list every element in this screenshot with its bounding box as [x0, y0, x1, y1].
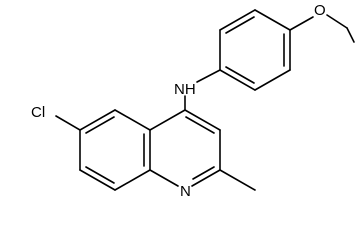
bond-c4-c3: [184, 109, 221, 131]
bond-p5-p6: [219, 9, 256, 31]
ether-oxygen-label: O: [314, 2, 326, 19]
double-bond-c2-n1: [192, 166, 215, 180]
bond-c4a-c4: [149, 109, 186, 131]
bond-p2-p3: [254, 69, 291, 91]
bond-phenyl-o: [289, 16, 314, 31]
chlorine-label: Cl: [31, 104, 45, 121]
bond-nh-phenyl: [196, 69, 221, 83]
double-bond-p1-p2: [225, 66, 255, 84]
bond-c8-c8a: [114, 169, 151, 191]
bond-c5-c6: [79, 109, 116, 131]
benzo-ring: [79, 109, 151, 191]
bond-n1-c8a: [149, 169, 179, 187]
double-bond-c5-c6: [85, 116, 115, 134]
bond-c6-cl: [55, 115, 81, 131]
pyridine-ring: [149, 109, 221, 187]
bond-c2-methyl: [219, 169, 256, 191]
bond-o-ch2: [326, 14, 348, 29]
double-bond-c7-c8: [85, 166, 115, 184]
bond-ch2-ch3: [346, 27, 355, 43]
double-bond-p5-p6: [225, 16, 255, 34]
double-bond-c4-c3: [185, 116, 215, 134]
bond-c4a-c5: [114, 109, 151, 131]
bond-c2-n1: [191, 169, 221, 187]
bond-p4-p5: [254, 9, 291, 31]
chemical-structure-diagram: Cl NH N O: [31, 2, 355, 200]
bond-c7-c8: [79, 169, 116, 191]
phenyl-ring: [219, 9, 291, 91]
bond-p1-p2: [219, 69, 256, 91]
amine-label: NH: [174, 81, 196, 98]
ring-nitrogen-label: N: [180, 183, 191, 200]
